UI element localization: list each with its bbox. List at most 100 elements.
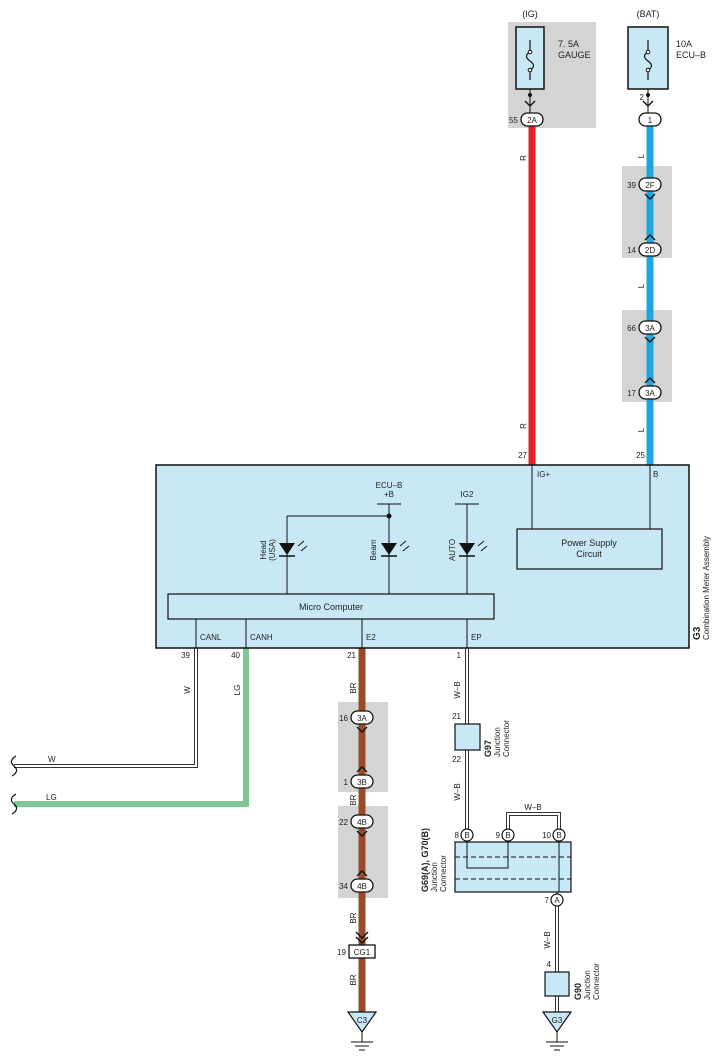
led-auto-label: AUTO [448,539,457,561]
junction-g90 [544,971,570,997]
svg-text:55: 55 [509,116,518,125]
power-supply-circuit [516,528,663,570]
connector-cg1 [348,944,376,959]
svg-text:1: 1 [457,651,462,660]
arrow-up-icon [644,377,656,384]
svg-text:B: B [464,831,469,840]
svg-text:2A: 2A [527,116,537,125]
connector-4b-lower [350,878,374,893]
svg-text:3A: 3A [357,714,367,723]
svg-text:EP: EP [471,633,482,642]
svg-text:Junction: Junction [583,970,592,1000]
svg-text:Micro Computer: Micro Computer [299,602,363,612]
led-beam-icon [381,540,410,557]
svg-text:39: 39 [181,651,190,660]
wire-green-lg [14,648,249,807]
svg-text:Connector: Connector [592,963,601,1000]
arrow-down-icon [356,830,368,837]
arrow-up-icon [356,766,368,773]
ground-g3-label: G3 [552,1016,563,1025]
svg-text:W–B: W–B [543,931,552,948]
meter-code: G3 [692,626,703,640]
pin-b10 [552,828,566,842]
connector-3b [350,774,374,789]
fuse-bat-name: ECU–B [676,50,706,60]
arrow-down-icon [644,193,656,200]
svg-text:W: W [48,755,56,764]
led-auto-icon [459,540,488,557]
connector-1 [638,112,662,127]
svg-text:CG1: CG1 [354,948,371,957]
ground-c3-label: C3 [357,1016,368,1025]
svg-text:4: 4 [547,960,552,969]
svg-text:L: L [637,283,646,288]
svg-text:E2: E2 [366,633,376,642]
svg-text:9: 9 [496,831,501,840]
fuse-ig-name: GAUGE [558,50,591,60]
svg-text:CANL: CANL [200,633,222,642]
svg-text:R: R [519,423,528,429]
pin-ig-plus: IG+ [537,470,550,479]
svg-text:B: B [556,831,561,840]
svg-text:22: 22 [339,818,348,827]
svg-text:2: 2 [640,93,645,102]
svg-text:7: 7 [545,896,550,905]
svg-text:21: 21 [347,651,356,660]
svg-text:25: 25 [636,451,645,460]
svg-text:1: 1 [648,116,653,125]
svg-text:Circuit: Circuit [576,549,602,559]
svg-text:16: 16 [339,714,348,723]
svg-text:3A: 3A [645,324,655,333]
svg-text:Power Supply: Power Supply [561,538,617,548]
arrow-down-icon [355,931,369,939]
svg-text:27: 27 [518,451,527,460]
svg-text:21: 21 [452,712,461,721]
svg-text:19: 19 [337,948,346,957]
junction-g97 [454,723,481,751]
led-head-icon [279,540,308,557]
svg-text:34: 34 [339,882,348,891]
svg-text:LG: LG [233,685,242,696]
connector-3a-lower [638,385,662,400]
arrow-down-icon [644,336,656,343]
arrow-down-icon [356,726,368,733]
wire-white-w [14,648,198,768]
svg-text:W–B: W–B [453,681,462,698]
fuse-ecu-b [627,26,669,90]
fuse-gauge [515,26,545,90]
micro-computer [167,593,495,620]
arrow-up-icon [644,234,656,241]
svg-text:66: 66 [627,324,636,333]
connector-4b-upper [350,814,374,829]
fuse-ig-rating: 7. 5A [558,39,579,49]
connector-3a-upper [638,320,662,335]
svg-text:Connector: Connector [502,720,511,757]
svg-text:8: 8 [455,831,460,840]
svg-text:W–B: W–B [524,803,541,812]
pin-b: B [653,470,658,479]
svg-text:2F: 2F [645,181,654,190]
svg-text:1: 1 [344,778,349,787]
svg-text:CANH: CANH [250,633,273,642]
fuse-bat-rating: 10A [676,39,692,49]
svg-text:+B: +B [384,490,394,499]
svg-text:BR: BR [349,794,358,805]
svg-text:BR: BR [349,682,358,693]
junction-g69-g70 [454,841,572,893]
svg-text:BR: BR [349,912,358,923]
connector-2d [638,242,662,257]
svg-text:4B: 4B [357,882,367,891]
arrow-up-icon [356,870,368,877]
svg-text:BR: BR [349,974,358,985]
svg-text:R: R [519,155,528,161]
led-beam-label: Beam [369,539,378,560]
pin-b9 [501,828,515,842]
svg-text:10: 10 [542,831,551,840]
svg-text:17: 17 [627,389,636,398]
svg-text:G90: G90 [573,983,583,1000]
led-head-label: Head [259,540,268,559]
svg-text:IG2: IG2 [461,490,474,499]
svg-text:W: W [183,686,192,694]
svg-text:2D: 2D [645,246,655,255]
